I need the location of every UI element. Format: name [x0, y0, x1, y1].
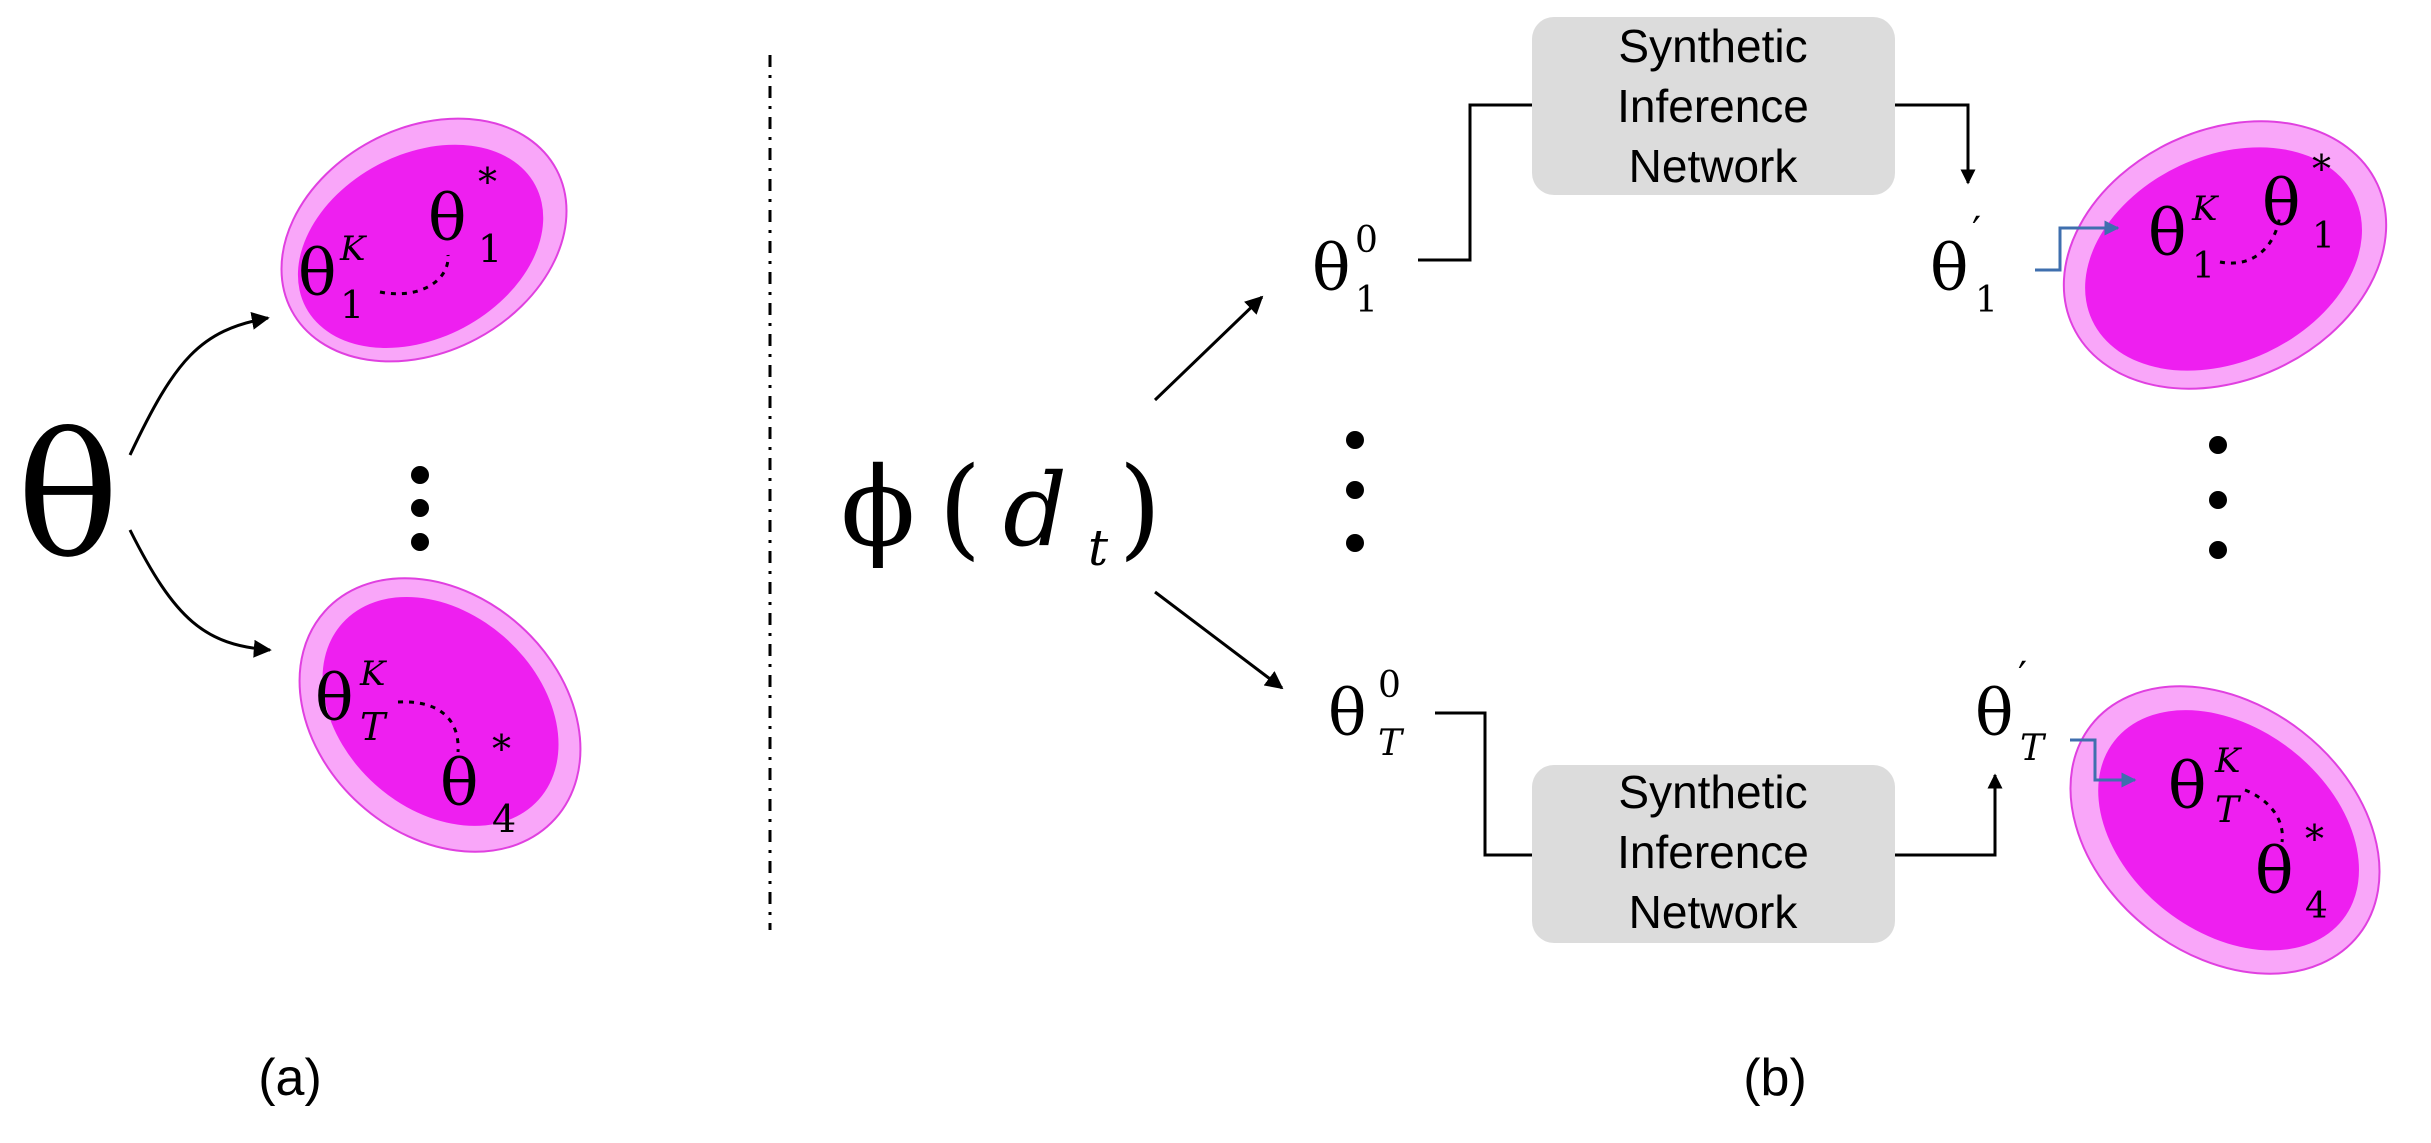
- svg-text:K: K: [339, 229, 368, 269]
- task-1-blob: [280, 117, 568, 363]
- svg-text:θ: θ: [2262, 167, 2301, 241]
- svg-text:Inference: Inference: [1617, 826, 1809, 878]
- svg-text:θ: θ: [2255, 835, 2294, 909]
- theta-1-star: θ * 1: [428, 160, 502, 271]
- connector-bottom-in: [1435, 711, 1532, 857]
- task-T-blob: [298, 577, 582, 853]
- svg-text:Synthetic: Synthetic: [1618, 20, 1807, 72]
- svg-text:1: 1: [2192, 246, 2215, 287]
- svg-text:T: T: [2020, 728, 2047, 769]
- blue-arrow-top: [2035, 220, 2120, 272]
- label-b: (b): [1743, 1049, 1807, 1107]
- svg-text:ϕ: ϕ: [841, 443, 916, 571]
- svg-text:θ: θ: [1930, 232, 1969, 306]
- arrow-phi-to-theta-T-0: [1154, 590, 1284, 690]
- svg-text:Network: Network: [1629, 140, 1799, 192]
- svg-text:Network: Network: [1629, 886, 1799, 938]
- connector-bottom-out: [1895, 773, 2003, 857]
- task-T-blob-b: [2069, 685, 2381, 975]
- theta-1-K-b: θ K 1: [2148, 189, 2220, 287]
- theta-root: θ: [17, 398, 119, 596]
- theta-4-star-b: θ * 4: [2255, 817, 2328, 927]
- svg-text:*: *: [2305, 817, 2324, 861]
- svg-text:Synthetic: Synthetic: [1618, 766, 1807, 818]
- svg-text:θ: θ: [298, 237, 337, 311]
- svg-text:T: T: [1378, 723, 1405, 764]
- svg-text:K: K: [2214, 741, 2243, 781]
- dotted-path-T-b: [2244, 788, 2284, 843]
- svg-text:): ): [1119, 443, 1162, 571]
- svg-text:K: K: [2191, 189, 2220, 229]
- panel-a: θ θ K 1 θ * 1 θ: [17, 117, 582, 1107]
- synthetic-inference-network-bottom: Synthetic Inference Network: [1532, 765, 1895, 943]
- connector-top-in: [1418, 103, 1532, 262]
- svg-text:d: d: [1003, 452, 1067, 569]
- svg-text:T: T: [360, 705, 388, 749]
- synthetic-inference-network-top: Synthetic Inference Network: [1532, 17, 1895, 195]
- vdots-a: [411, 466, 429, 551]
- theta-4-star: θ * 4: [440, 727, 516, 841]
- svg-text:t: t: [1088, 519, 1109, 577]
- panel-b: ϕ ( d t ) θ 0 1 θ 0 T Synt: [841, 17, 2388, 1107]
- svg-text:4: 4: [2305, 886, 2328, 927]
- theta-1-prime: θ ′ 1: [1930, 209, 1998, 321]
- vdots-b-left: [1346, 431, 1364, 552]
- svg-text:θ: θ: [440, 747, 479, 821]
- theta-T-K: θ K T: [315, 654, 388, 749]
- theta-1-K: θ K 1: [298, 229, 368, 327]
- svg-text:θ: θ: [2148, 197, 2187, 271]
- svg-text:(: (: [939, 443, 982, 571]
- svg-text:θ: θ: [1975, 677, 2014, 751]
- svg-text:′: ′: [1972, 209, 1981, 255]
- svg-text:1: 1: [1355, 280, 1378, 321]
- arrow-theta-to-task-1: [128, 311, 270, 456]
- svg-text:1: 1: [2312, 216, 2335, 257]
- theta-T-prime: θ ′ T: [1975, 654, 2047, 769]
- svg-text:*: *: [2312, 147, 2331, 191]
- svg-text:*: *: [492, 727, 511, 771]
- theta-T-K-b: θ K T: [2168, 741, 2243, 831]
- theta-1-0: θ 0 1: [1312, 220, 1378, 321]
- arrow-theta-to-task-T: [128, 529, 272, 658]
- theta-T-0: θ 0 T: [1328, 665, 1405, 764]
- dotted-path-T: [397, 700, 460, 753]
- svg-text:*: *: [478, 160, 497, 204]
- svg-text:1: 1: [478, 227, 502, 271]
- svg-text:4: 4: [492, 797, 516, 841]
- svg-text:θ: θ: [315, 662, 354, 736]
- svg-text:Inference: Inference: [1617, 80, 1809, 132]
- svg-text:θ: θ: [428, 182, 467, 256]
- dotted-path-1: [379, 254, 450, 296]
- svg-text:θ: θ: [2168, 750, 2207, 824]
- label-a: (a): [258, 1049, 322, 1107]
- blue-arrow-bottom: [2070, 738, 2137, 788]
- vdots-b-right: [2209, 436, 2227, 559]
- theta-1-star-b: θ * 1: [2262, 147, 2335, 257]
- task-1-blob-b: [2062, 120, 2388, 390]
- svg-text:′: ′: [2018, 654, 2027, 700]
- svg-text:K: K: [359, 654, 388, 694]
- arrow-phi-to-theta-1-0: [1153, 295, 1264, 402]
- svg-text:1: 1: [340, 283, 364, 327]
- svg-text:T: T: [2215, 790, 2242, 831]
- connector-top-out: [1895, 103, 1976, 185]
- svg-text:0: 0: [1355, 220, 1378, 261]
- svg-text:0: 0: [1378, 665, 1401, 706]
- svg-text:1: 1: [1975, 280, 1998, 321]
- svg-text:θ: θ: [1328, 677, 1367, 751]
- phi-d-t: ϕ ( d t ): [841, 443, 1162, 577]
- svg-text:θ: θ: [1312, 232, 1351, 306]
